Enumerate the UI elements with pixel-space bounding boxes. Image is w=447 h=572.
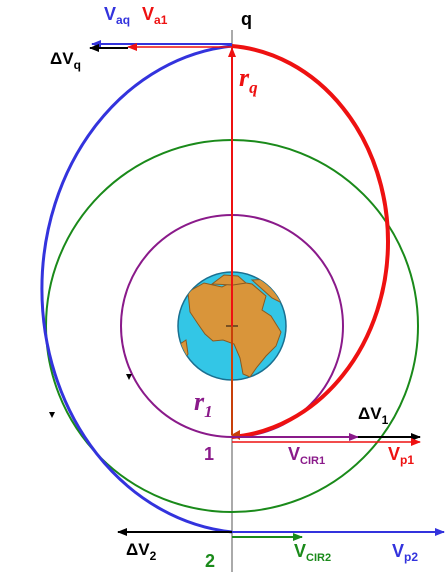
v-p2-label: Vp2 [392,541,418,564]
top-axis-label: q [241,9,252,29]
dv-q-sub: q [74,58,81,72]
v-p2-sub: p2 [404,550,418,564]
v-cir2-label: VCIR2 [294,541,331,564]
earth-globe-icon [177,271,287,381]
inner-orbit-direction-arrow [126,374,132,380]
rq-main: r [239,63,250,92]
dv-1-label: ΔV1 [358,404,389,427]
v-cir1-sub: CIR1 [300,455,325,467]
point-1-label: 1 [204,444,214,464]
v-a1-label: Va1 [142,4,168,27]
dv-q-main: ΔV [50,49,74,68]
v-a1-sub: a1 [154,13,168,27]
v-p1-sub: p1 [400,453,414,467]
rq-label: rq [239,63,258,97]
dv-2-label: ΔV2 [126,540,157,563]
dv-1-main: ΔV [358,404,382,423]
r1-sub: 1 [204,402,213,421]
r1-label: r1 [194,387,213,421]
dv-1-sub: 1 [382,413,389,427]
r1-main: r [194,387,205,416]
v-p1-label: Vp1 [388,444,414,467]
v-cir2-sub: CIR2 [306,552,331,564]
v-aq-main: V [104,4,116,24]
dv-2-main: ΔV [126,540,150,559]
v-p2-main: V [392,541,404,561]
v-aq-sub: aq [116,13,130,27]
dv-2-sub: 2 [150,549,157,563]
v-cir1-main: V [288,444,300,464]
v-aq-label: Vaq [104,4,130,27]
v-cir1-label: VCIR1 [288,444,325,467]
point-2-label: 2 [205,551,215,571]
dv-q-label: ΔVq [50,49,81,72]
rq-sub: q [249,78,258,97]
outer-orbit-direction-arrow [49,412,55,418]
red-transfer-orbit [231,44,390,439]
v-cir2-main: V [294,541,306,561]
v-p1-main: V [388,444,400,464]
blue-transfer-orbit [40,44,233,534]
v-a1-main: V [142,4,154,24]
